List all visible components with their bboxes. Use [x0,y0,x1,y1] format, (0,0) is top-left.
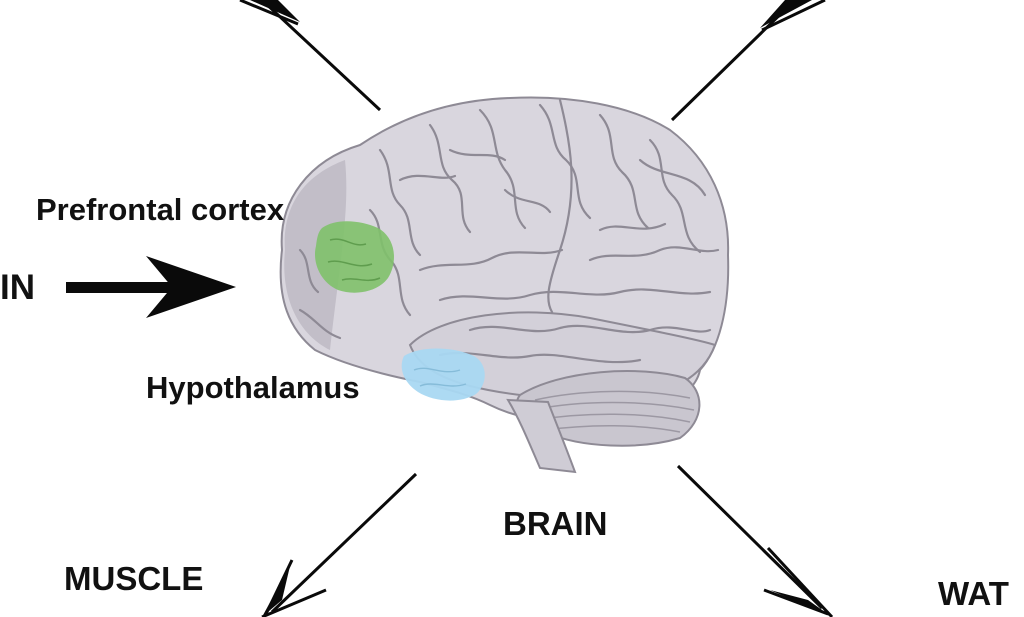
arrows [66,0,834,617]
brain-illustration [279,96,730,474]
brain-label: BRAIN [503,505,608,542]
wat-label: WAT [938,575,1009,612]
hypothalamus-region [401,348,485,401]
prefrontal-region [314,221,394,293]
arrow-top-left [239,0,382,112]
prefrontal-texture [327,238,381,282]
in-label: IN [0,268,35,307]
gyri-pattern [298,98,720,364]
arrow-in [66,256,236,318]
muscle-label: MUSCLE [64,560,204,597]
prefrontal-cortex-label: Prefrontal cortex [36,192,285,227]
arrow-bottom-left [261,472,418,617]
arrow-top-right [670,0,826,122]
hypothalamus-label: Hypothalamus [146,370,360,405]
brainstem [506,398,577,474]
hypothalamus-texture [413,367,467,387]
arrow-bottom-right [676,464,834,617]
